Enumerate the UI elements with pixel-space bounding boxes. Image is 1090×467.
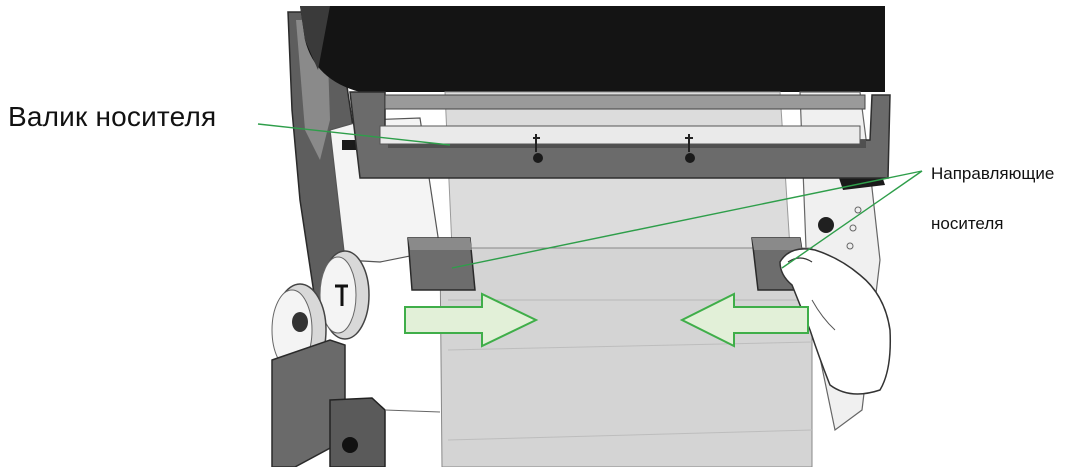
inward-arrow-left-icon bbox=[679, 292, 809, 348]
media-roller-callout: Валик носителя bbox=[8, 101, 217, 132]
hand-pushing-guide-icon bbox=[779, 248, 892, 395]
lower-left-guard bbox=[271, 339, 441, 467]
left-guide-leader-line bbox=[451, 170, 923, 269]
media-roller-bracket bbox=[349, 91, 891, 179]
media-guides-callout-line2: носителя bbox=[931, 214, 1004, 233]
inward-arrow-right-icon bbox=[404, 292, 539, 348]
right-guide-leader-line bbox=[781, 170, 923, 269]
left-media-guide bbox=[407, 237, 476, 291]
leader-lines bbox=[257, 123, 923, 269]
right-frame-hole bbox=[818, 217, 834, 233]
ribbon-spindle-hub-icon bbox=[319, 250, 370, 340]
roller-leader-line bbox=[257, 123, 451, 146]
print-head-cover bbox=[300, 6, 885, 92]
media-roller bbox=[379, 125, 861, 145]
media-guides-callout-line1: Направляющие bbox=[931, 164, 1055, 183]
